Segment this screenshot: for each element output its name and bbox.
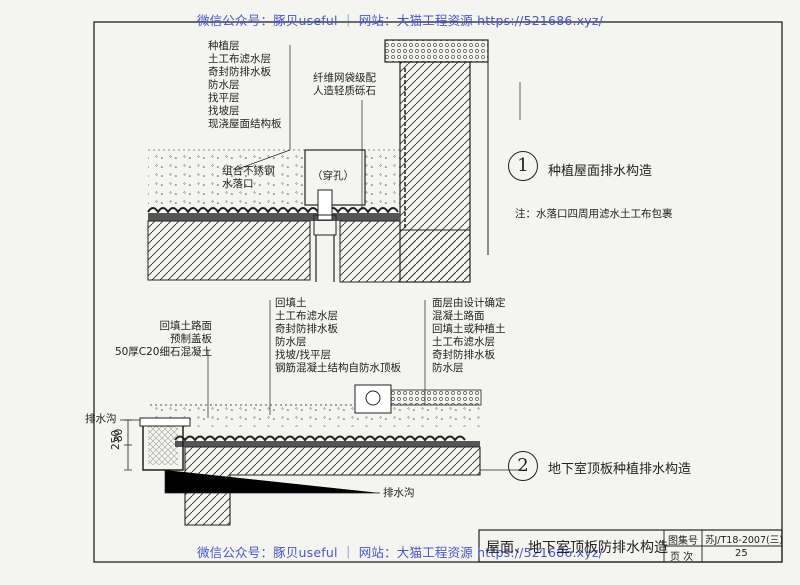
hole-label: （穿孔） [312,170,354,182]
drainage-board-2 [174,435,466,442]
watermark-top: 微信公众号：豚贝useful ｜ 网站：大猫工程资源 https://52168… [196,13,604,28]
drain-outlet [304,149,366,206]
layer-list-1: 种植层 土工布滤水层 奇封防排水板 防水层 找平层 找坡层 现浇屋面结构板 [208,40,282,130]
drainage-ditch [142,425,184,471]
left-labels-2: 回填土路面 预制盖板 50厚C20细石混凝土 [114,320,212,358]
atlas-label: 图集号 [668,536,698,547]
detail-1-number: 1 [508,151,538,181]
page-label: 页 次 [670,552,694,563]
drawing-title: 屋面、地下室顶板防排水构造 [486,540,668,556]
right-labels-2: 面层由设计确定 混凝土路面 回填土或种植土 土工布滤水层 奇封防排水板 防水层 [432,297,506,374]
detail-1-note: 注：水落口四周用滤水土工布包裹 [515,208,673,220]
sheet-frame [93,21,783,563]
drain-callout: 组合不锈钢 水落口 [222,165,275,190]
watermark-bottom: 微信公众号：豚贝useful ｜ 网站：大猫工程资源 https://52168… [196,545,604,560]
atlas-value: 苏J/T18-2007(三) [705,535,783,546]
detail-2-section [120,300,520,526]
mid-labels-2: 回填土 土工布滤水层 奇封防排水板 防水层 找坡/找平层 钢筋混凝土结构自防水顶… [275,297,401,374]
detail-2-number: 2 [508,451,538,481]
ditch-label-top: 排水沟 [85,413,117,425]
drainage-board [147,207,399,214]
detail-1-title: 种植屋面排水构造 [548,164,653,179]
title-block [478,529,783,563]
ditch-label-bottom: 排水沟 [383,487,415,499]
page-value: 25 [735,548,748,559]
dim-80: 80 [113,428,125,442]
gravel-callout: 纤维网袋级配 人造轻质砾石 [313,72,376,97]
detail-1-section [147,39,521,283]
detail-2-title: 地下室顶板种植排水构造 [548,462,692,477]
